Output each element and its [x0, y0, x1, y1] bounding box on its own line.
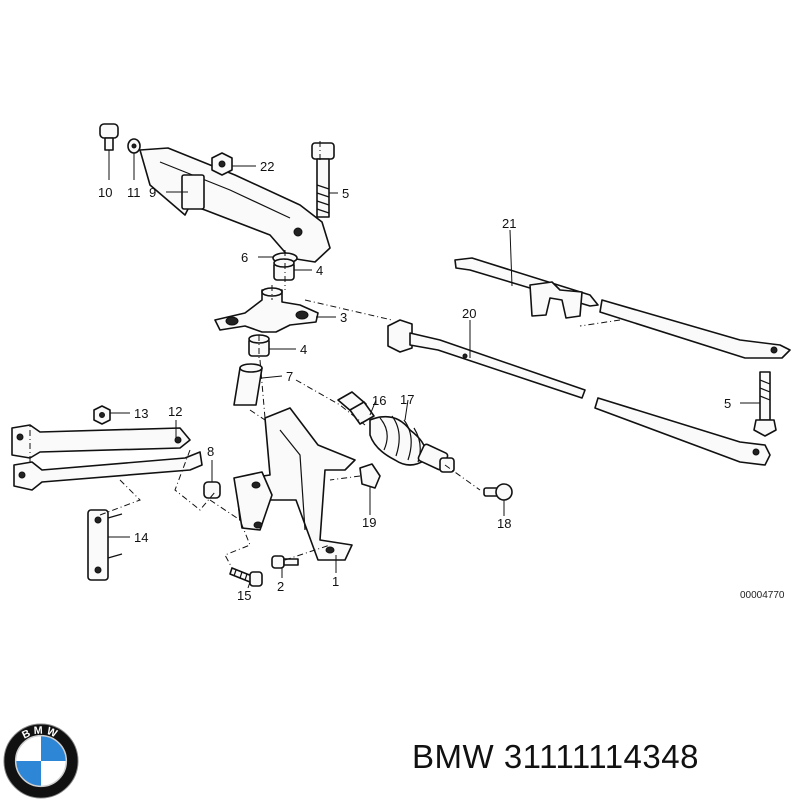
part-spring-damper-17	[369, 415, 455, 473]
callout-6: 6	[241, 250, 248, 265]
part-shift-rod-20	[387, 319, 771, 466]
assembly-lines	[29, 140, 621, 569]
part-plate-14	[87, 509, 123, 581]
part-bolt-5-lower	[753, 371, 777, 437]
part-pin-18	[483, 483, 513, 501]
callout-1: 1	[332, 574, 339, 589]
part-nut-22	[211, 152, 233, 176]
callout-4-lower: 4	[300, 342, 307, 357]
part-bracket-3	[214, 287, 319, 333]
callout-11: 11	[127, 185, 141, 200]
callout-15: 15	[237, 588, 251, 603]
bmw-roundel-icon: BMW	[3, 723, 79, 799]
callout-9: 9	[149, 185, 156, 200]
part-main-bracket-1	[233, 407, 356, 561]
part-nut-13	[93, 405, 111, 425]
callout-19: 19	[362, 515, 376, 530]
callout-4: 4	[316, 263, 323, 278]
part-bracket-12	[11, 424, 203, 491]
callout-16: 16	[372, 393, 386, 408]
part-bushing-4-upper	[273, 258, 295, 281]
callout-17: 17	[400, 392, 414, 407]
part-shift-rod-21	[454, 257, 791, 359]
callout-14: 14	[134, 530, 148, 545]
leader-lines	[108, 150, 760, 589]
callout-21: 21	[502, 216, 516, 231]
part-bolt-5-upper	[311, 142, 335, 218]
callout-12: 12	[168, 404, 182, 419]
callout-7: 7	[286, 369, 293, 384]
part-bolt-2	[271, 555, 299, 569]
callout-8: 8	[207, 444, 214, 459]
svg-text:BMW: BMW	[20, 724, 61, 741]
callout-13: 13	[134, 406, 148, 421]
part-sleeve-7	[233, 363, 263, 406]
callout-3: 3	[340, 310, 347, 325]
part-bolt-15	[229, 567, 263, 587]
part-clip-19	[359, 463, 381, 489]
callout-20: 20	[462, 306, 476, 321]
callout-2: 2	[277, 579, 284, 594]
logo-text: BMW	[20, 724, 58, 741]
callout-22: 22	[260, 159, 274, 174]
diagram-code: 00004770	[740, 590, 785, 601]
part-shift-lever-9	[139, 147, 331, 263]
callout-labels: 10 11 9 22 5 6 4 3 4 7 13 12 8 14 2 15 1…	[98, 159, 731, 603]
callout-10: 10	[98, 185, 112, 200]
callout-18: 18	[497, 516, 511, 531]
part-number-caption: BMW 31111114348	[412, 738, 699, 775]
part-bolt-10	[99, 123, 119, 151]
part-damper-16	[337, 391, 375, 425]
callout-5-right: 5	[724, 396, 731, 411]
part-washer-11	[127, 138, 141, 154]
callout-5: 5	[342, 186, 349, 201]
